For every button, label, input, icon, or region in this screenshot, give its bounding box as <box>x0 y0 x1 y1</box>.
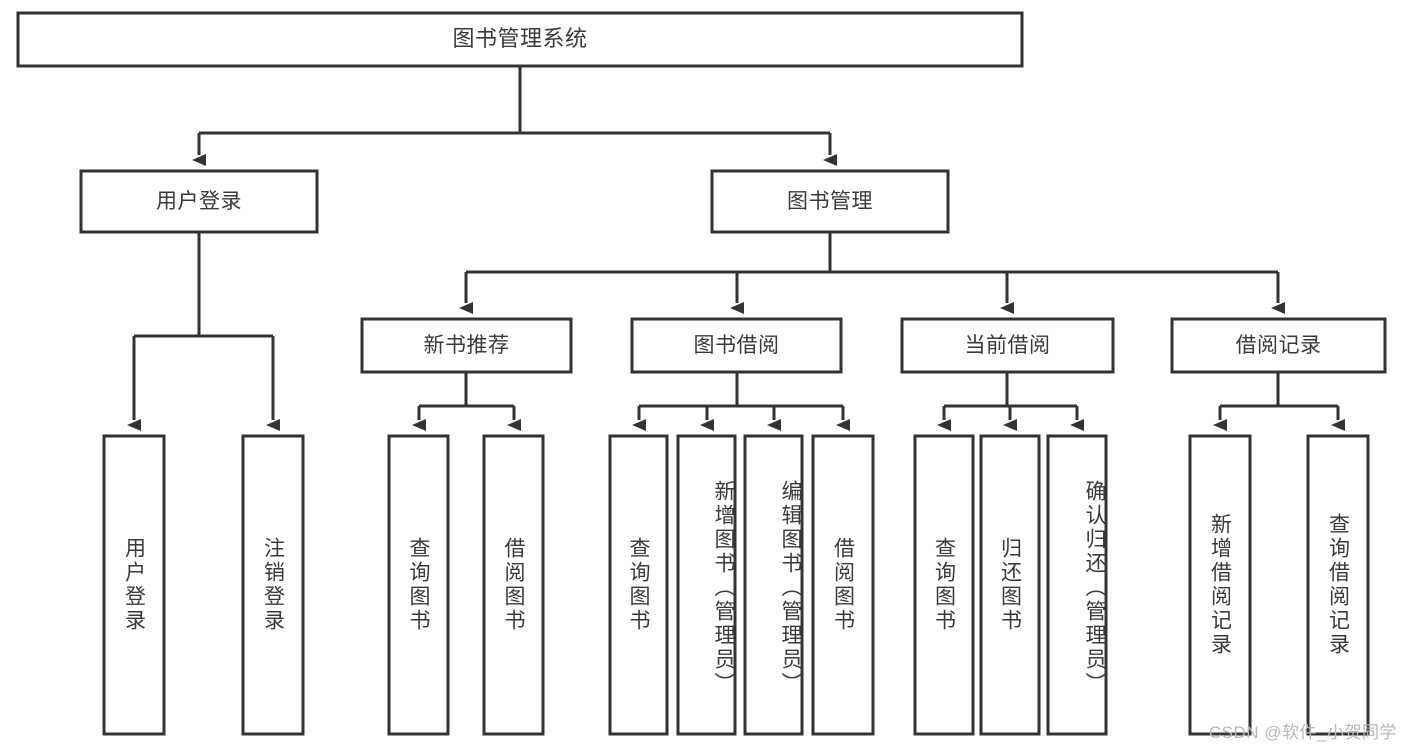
node-box-leaf-logout[interactable] <box>241 434 305 736</box>
node-box-book-borrow[interactable] <box>630 317 843 374</box>
node-box-current-borrow[interactable] <box>900 317 1115 374</box>
node-box-leaf-query-record[interactable] <box>1306 434 1370 736</box>
node-box-leaf-return-book[interactable] <box>979 434 1041 736</box>
node-box-leaf-add-record[interactable] <box>1188 434 1252 736</box>
node-box-book-manage[interactable] <box>710 169 950 234</box>
node-box-leaf-edit-book[interactable] <box>743 434 804 736</box>
node-box-leaf-confirm-return[interactable] <box>1046 434 1108 736</box>
node-box-leaf-add-book[interactable] <box>676 434 737 736</box>
node-box-leaf-query-book-2[interactable] <box>608 434 669 736</box>
node-box-leaf-user-login[interactable] <box>102 434 166 736</box>
node-box-leaf-borrow-book-1[interactable] <box>482 434 545 736</box>
node-box-borrow-record[interactable] <box>1170 317 1387 374</box>
node-box-leaf-query-book-1[interactable] <box>387 434 450 736</box>
node-box-leaf-query-book-3[interactable] <box>913 434 975 736</box>
node-box-leaf-borrow-book-2[interactable] <box>811 434 875 736</box>
node-box-new-book-recommend[interactable] <box>360 317 573 374</box>
node-box-root[interactable] <box>16 11 1024 68</box>
node-box-user-login[interactable] <box>79 169 319 234</box>
csdn-watermark: CSDN @软件_小贺同学 <box>1208 723 1397 742</box>
